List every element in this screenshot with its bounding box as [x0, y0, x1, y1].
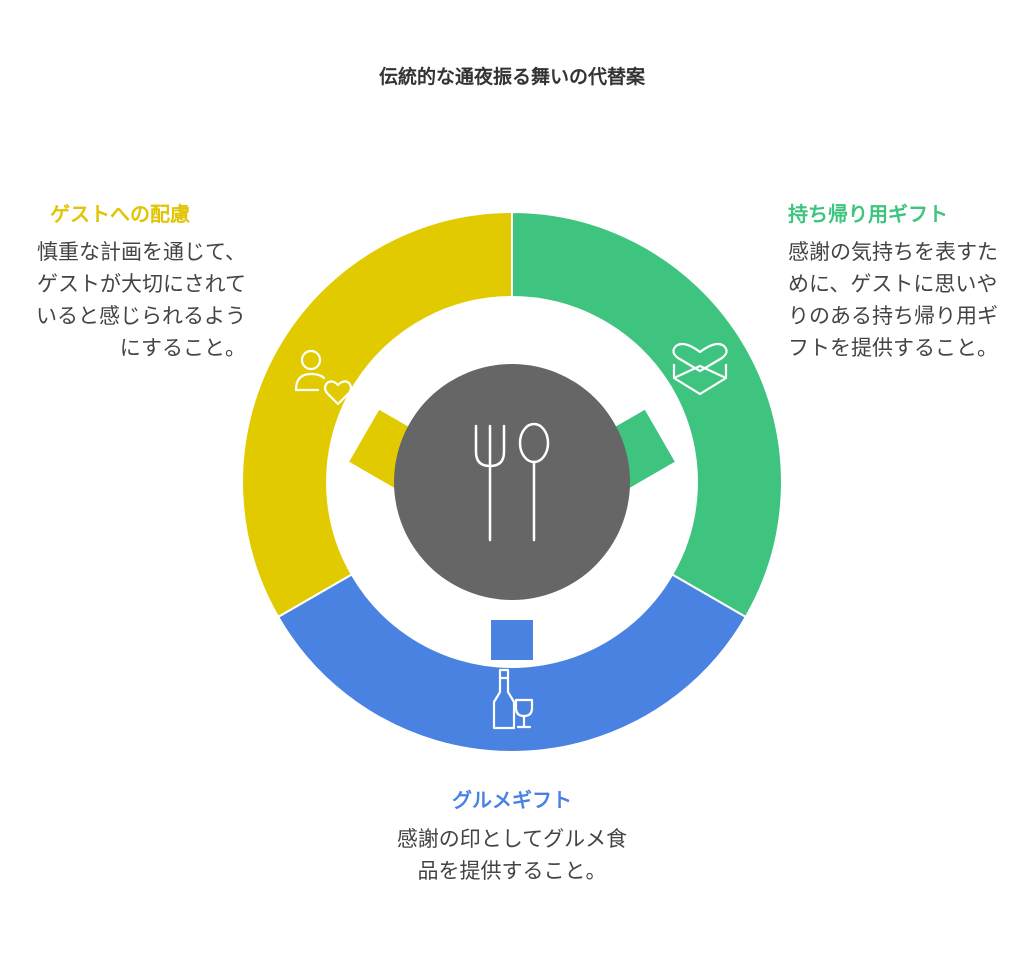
segment-gourmet: [276, 573, 748, 753]
section-title-gourmet: グルメギフト: [452, 788, 572, 812]
section-text-gourmet: 感謝の印としてグルメ食品を提供すること。: [396, 827, 628, 883]
section-title-guest: ゲストへの配慮: [50, 202, 190, 226]
segment-takehome: [511, 210, 783, 619]
connector-gourmet: [491, 620, 533, 660]
segment-guest: [241, 210, 513, 619]
section-text-takehome: 感謝の気持ちを表すために、ゲストに思いやりのある持ち帰り用ギフトを提供すること。: [788, 240, 998, 360]
heart-box-icon: [672, 342, 728, 396]
section-title-takehome: 持ち帰り用ギフト: [788, 202, 948, 226]
section-text-guest: 慎重な計画を通じて、ゲストが大切にされていると感じられるようにすること。: [36, 240, 246, 360]
fork-and-spoon-icon: [474, 422, 550, 542]
wine-bottle-glass-icon: [492, 668, 534, 730]
diagram-title: 伝統的な通夜振る舞いの代替案: [378, 66, 645, 88]
center-circle: [394, 364, 630, 600]
person-heart-icon: [294, 349, 353, 406]
